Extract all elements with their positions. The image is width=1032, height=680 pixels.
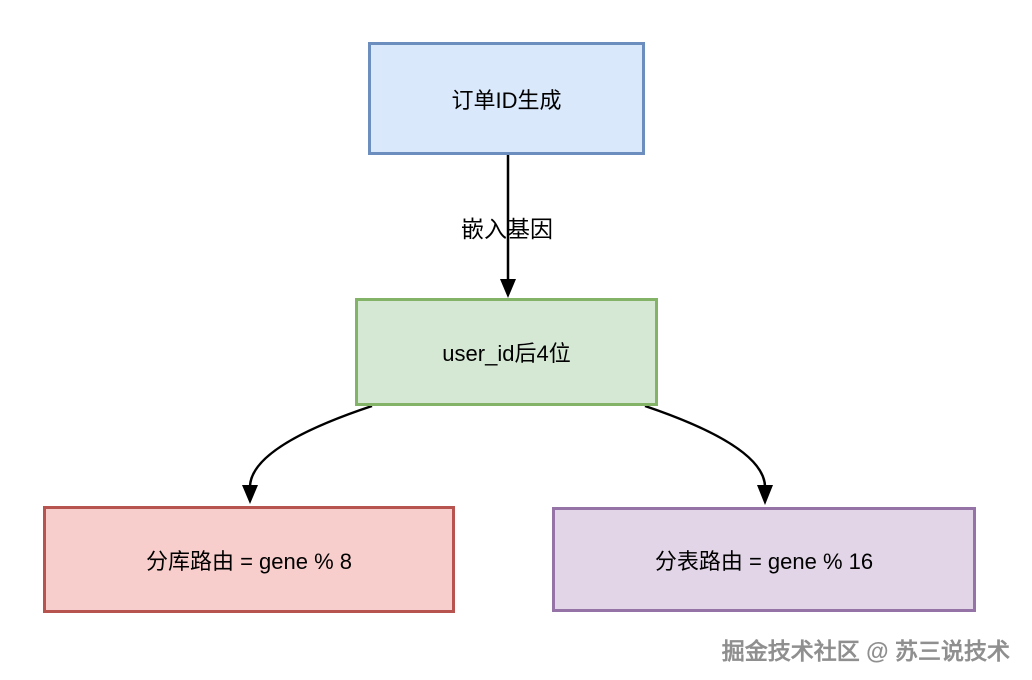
edge-label-embed-gene: 嵌入基因 (461, 216, 553, 242)
node-table-route-label: 分表路由 = gene % 16 (654, 548, 874, 574)
node-userid-last4-label: user_id后4位 (442, 341, 571, 366)
edge-userid-to-db (242, 404, 373, 504)
node-order-id-label: 订单ID生成 (451, 87, 562, 113)
edge-userid-to-table (644, 404, 773, 505)
node-table-route: 分表路由 = gene % 16 (552, 507, 976, 612)
node-db-route-label: 分库路由 = gene % 8 (145, 548, 353, 574)
watermark-text: 掘金技术社区 @ 苏三说技术 (721, 638, 1010, 664)
node-order-id-generation: 订单ID生成 (368, 42, 645, 155)
node-db-route: 分库路由 = gene % 8 (43, 506, 455, 613)
node-userid-last4: user_id后4位 (355, 298, 658, 406)
